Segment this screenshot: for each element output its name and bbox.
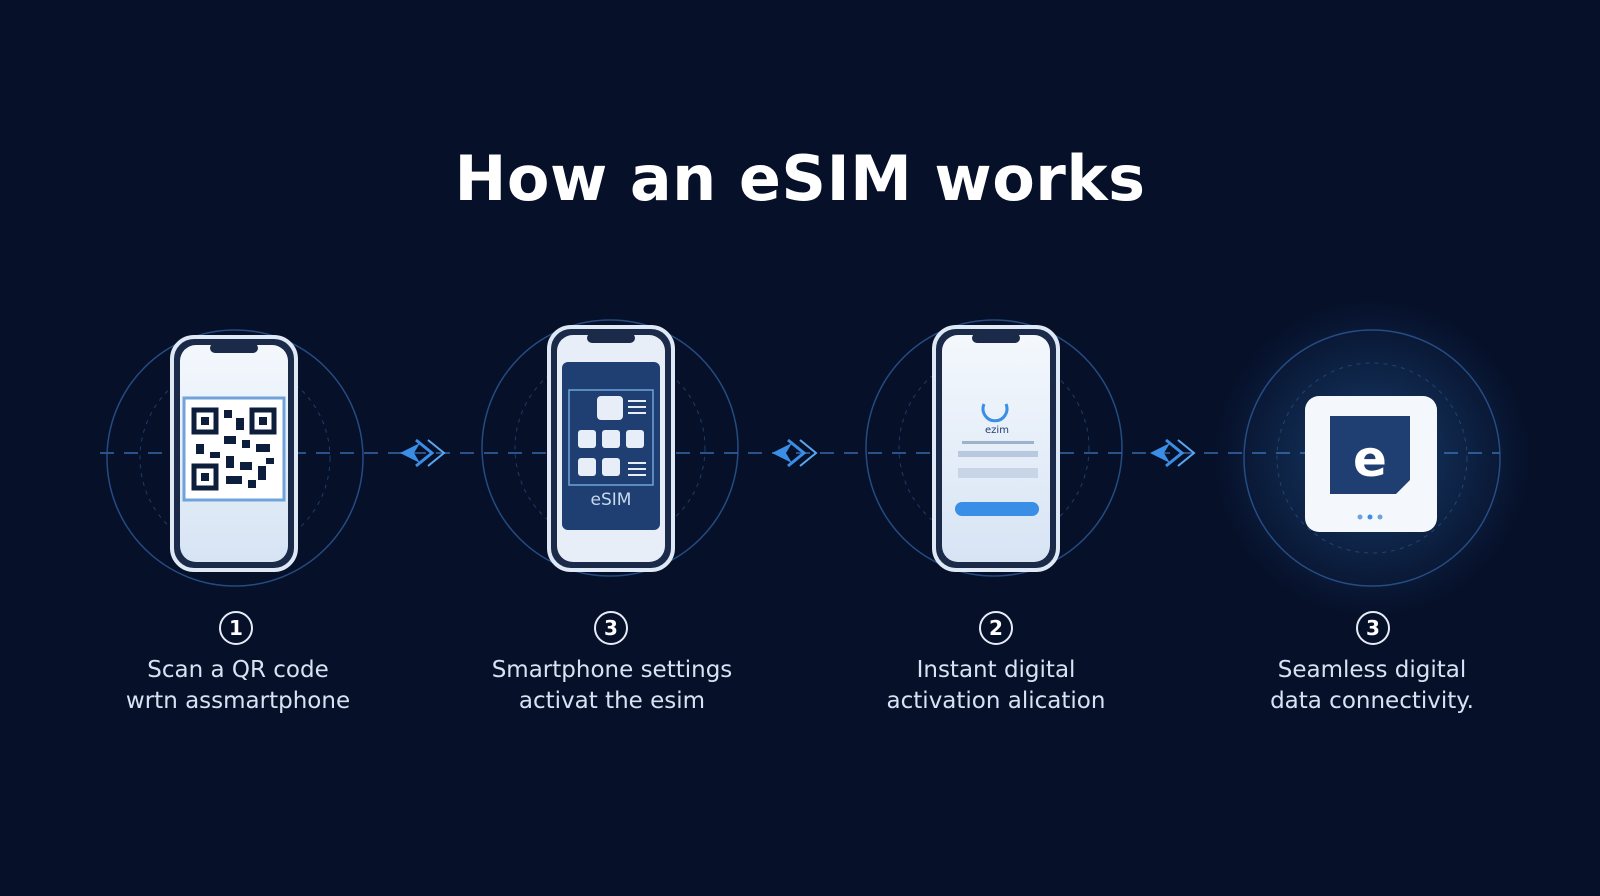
loading-spinner-icon (981, 403, 1009, 423)
settings-grid-icon (568, 389, 654, 486)
arrow-icon-3 (1150, 438, 1196, 468)
step-2-caption: Smartphone settings activat the esim (452, 655, 772, 717)
screen-input-field (958, 468, 1038, 478)
step-1-caption-line-1: Scan a QR code (147, 657, 329, 683)
step-4-caption: Seamless digital data connectivity. (1212, 655, 1532, 717)
arrow-icon-1 (400, 438, 446, 468)
activate-button (955, 502, 1039, 516)
screen-input-field (958, 451, 1038, 457)
step-2-illustration: eSIM (481, 319, 739, 577)
phone-icon (932, 325, 1060, 572)
step-2-caption-line-2: activat the esim (518, 688, 706, 714)
step-4-caption-line-2: data connectivity. (1270, 688, 1474, 714)
screen-text-line (962, 441, 1034, 444)
esim-card-letter: e (1353, 430, 1387, 488)
step-1-caption: Scan a QR code wrtn assmartphone (78, 655, 398, 717)
step-4-caption-line-1: Seamless digital (1277, 657, 1467, 683)
step-4-number-badge: 3 (1356, 611, 1390, 645)
step-4-illustration: e (1214, 300, 1530, 616)
step-3-illustration: ezim (865, 319, 1123, 577)
step-1-number-badge: 1 (219, 611, 253, 645)
step-2-caption-line-1: Smartphone settings (491, 657, 733, 683)
qr-code-icon (182, 396, 286, 502)
step-2-number-badge: 3 (594, 611, 628, 645)
step-3-caption: Instant digital activation аlication (836, 655, 1156, 717)
phone-icon (547, 325, 675, 572)
esim-card-icon: e (1305, 396, 1437, 532)
step-3-caption-line-1: Instant digital (916, 657, 1076, 683)
step-1-caption-line-2: wrtn assmartphone (125, 688, 351, 714)
step-1-illustration (106, 329, 364, 587)
arrow-icon-2 (772, 438, 818, 468)
activation-screen-title: ezim (985, 425, 1009, 436)
esim-screen-label: eSIM (591, 490, 632, 510)
step-3-caption-line-2: activation аlication (886, 688, 1106, 714)
step-3-number-badge: 2 (979, 611, 1013, 645)
page-title: How an eSIM works (454, 142, 1146, 215)
